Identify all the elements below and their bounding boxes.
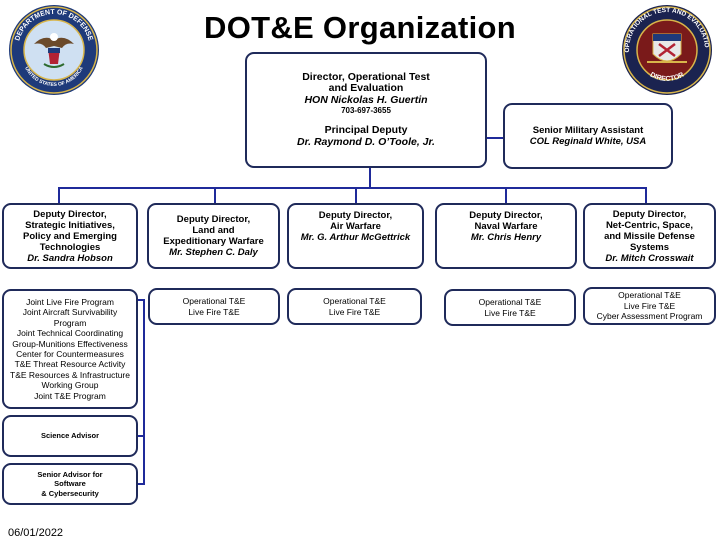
deputy-title-line: Deputy Director,: [318, 210, 393, 221]
connector-drop-netcentric: [645, 187, 647, 204]
deputy-title-line: Land and: [192, 225, 235, 236]
connector-senior-advisor: [137, 483, 145, 485]
program-item: Operational T&E: [478, 297, 542, 308]
programs-air-box: Operational T&E Live Fire T&E: [287, 288, 422, 325]
deputy-title-line: Air Warfare: [330, 221, 381, 232]
programs-naval-box: Operational T&E Live Fire T&E: [444, 289, 576, 326]
connector-drop-air: [355, 187, 357, 204]
sma-title: Senior Military Assistant: [532, 124, 644, 136]
program-item: T&E Threat Resource Activity: [14, 359, 126, 370]
program-item: Cyber Assessment Program: [596, 311, 703, 322]
senior-advisor-line: & Cybersecurity: [41, 488, 99, 498]
deputy-title-line: Deputy Director,: [176, 214, 251, 225]
deputy-title-line: Policy and Emerging: [23, 230, 117, 242]
deputy-name: Mr. Chris Henry: [470, 232, 542, 243]
programs-strategic-box: Joint Live Fire Program Joint Aircraft S…: [2, 289, 138, 409]
director-title-line2: and Evaluation: [328, 82, 404, 95]
connector-science-advisor: [137, 435, 145, 437]
deputy-netcentric-box: Deputy Director, Net-Centric, Space, and…: [583, 203, 716, 269]
program-item: Live Fire T&E: [328, 306, 381, 317]
director-name: HON Nickolas H. Guertin: [304, 93, 428, 106]
deputy-air-box: Deputy Director, Air Warfare Mr. G. Arth…: [287, 203, 424, 269]
program-item: Program: [53, 317, 87, 328]
program-item: Live Fire T&E: [188, 306, 240, 317]
connector-strategic-side-outer: [143, 299, 145, 484]
deputy-title-line: Deputy Director,: [469, 210, 543, 221]
deputy-title-line: and Missile Defense: [604, 230, 695, 242]
director-box: Director, Operational Test and Evaluatio…: [245, 52, 487, 168]
deputy-title-line: Deputy Director,: [33, 208, 107, 220]
program-item: Joint T&E Program: [34, 390, 106, 401]
program-item: T&E Resources & Infrastructure: [10, 369, 130, 380]
program-item: Group-Munitions Effectiveness: [12, 338, 128, 349]
senior-advisor-line: Software: [54, 479, 86, 489]
principal-deputy-title: Principal Deputy: [324, 124, 408, 137]
science-advisor-box: Science Advisor: [2, 415, 138, 457]
dote-seal-icon: OPERATIONAL TEST AND EVALUATION DIRECTOR: [615, 0, 717, 96]
deputy-name: Dr. Mitch Crosswait: [605, 252, 694, 264]
connector-strategic-side-inner: [137, 299, 145, 301]
svg-text:DIRECTOR: DIRECTOR: [649, 71, 686, 82]
deputy-title-line: Deputy Director,: [612, 208, 687, 220]
deputy-name: Mr. G. Arthur McGettrick: [300, 232, 411, 243]
connector-drop-strategic: [58, 187, 60, 204]
senior-military-assistant-box: Senior Military Assistant COL Reginald W…: [503, 103, 673, 169]
program-item: Joint Aircraft Survivability: [22, 307, 118, 318]
page-title: DOT&E Organization: [204, 10, 516, 45]
sma-name: COL Reginald White, USA: [529, 136, 647, 147]
connector-drop-land: [214, 187, 216, 204]
deputy-title-line: Expeditionary Warfare: [163, 236, 264, 247]
program-item: Operational T&E: [618, 290, 681, 301]
programs-netcentric-box: Operational T&E Live Fire T&E Cyber Asse…: [583, 287, 716, 325]
director-title-line1: Director, Operational Test: [302, 70, 430, 83]
principal-deputy-name: Dr. Raymond D. O’Toole, Jr.: [297, 135, 435, 148]
connector-director-down: [369, 166, 371, 188]
senior-advisor-box: Senior Advisor for Software & Cybersecur…: [2, 463, 138, 505]
program-item: Joint Live Fire Program: [26, 296, 114, 307]
dod-seal-icon: DEPARTMENT OF DEFENSE UNITED STATES OF A…: [4, 4, 104, 96]
programs-land-box: Operational T&E Live Fire T&E: [148, 288, 280, 325]
science-advisor-label: Science Advisor: [40, 431, 100, 441]
deputy-strategic-box: Deputy Director, Strategic Initiatives, …: [2, 203, 138, 269]
deputy-title-line: Strategic Initiatives,: [25, 219, 115, 231]
deputy-land-box: Deputy Director, Land and Expeditionary …: [147, 203, 280, 269]
deputy-name: Dr. Sandra Hobson: [27, 252, 113, 264]
program-item: Operational T&E: [182, 296, 246, 307]
deputy-naval-box: Deputy Director, Naval Warfare Mr. Chris…: [435, 203, 577, 269]
director-phone: 703-697-3655: [341, 106, 391, 116]
connector-horizontal-bus: [58, 187, 646, 189]
program-item: Center for Countermeasures: [16, 349, 124, 359]
senior-advisor-line: Senior Advisor for: [37, 469, 103, 479]
program-item: Operational T&E: [323, 296, 386, 307]
program-item: Live Fire T&E: [623, 300, 676, 311]
deputy-title-line: Naval Warfare: [474, 221, 538, 232]
program-item: Working Group: [41, 380, 99, 391]
program-item: Live Fire T&E: [484, 307, 536, 318]
program-item: Joint Technical Coordinating: [16, 328, 124, 339]
deputy-title-line: Technologies: [39, 241, 101, 253]
deputy-title-line: Net-Centric, Space,: [605, 219, 694, 231]
deputy-title-line: Systems: [629, 241, 670, 253]
deputy-name: Mr. Stephen C. Daly: [169, 247, 258, 258]
connector-drop-naval: [505, 187, 507, 204]
date-label: 06/01/2022: [8, 527, 64, 539]
connector-sma: [486, 137, 504, 139]
